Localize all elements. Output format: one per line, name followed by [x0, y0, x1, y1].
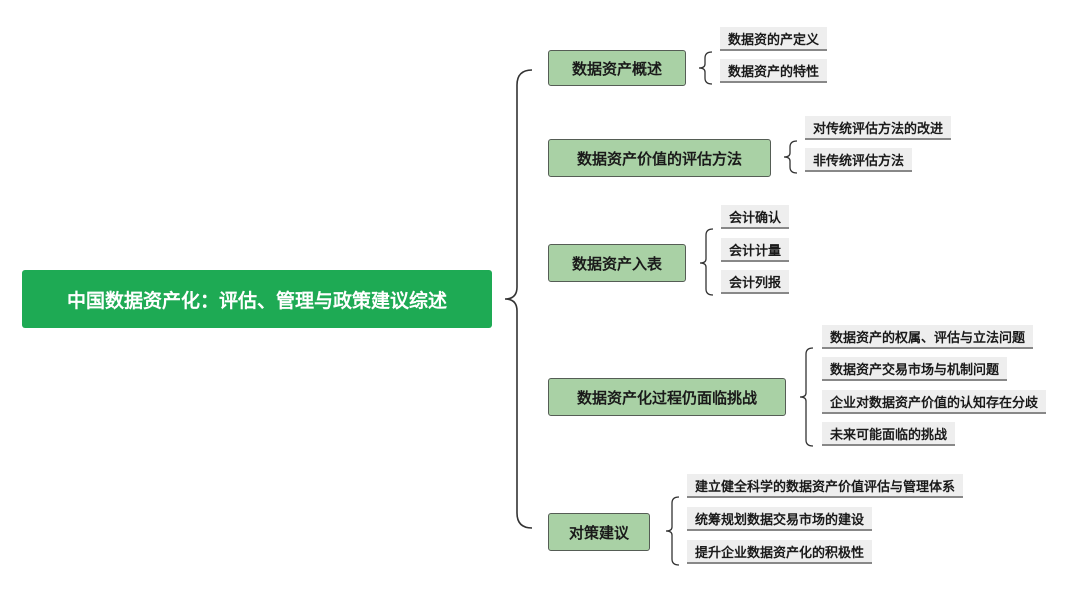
leaf-reporting: 会计列报	[721, 270, 790, 294]
root-topic: 中国数据资产化：评估、管理与政策建议综述	[22, 270, 492, 328]
leaf-traditional-improvement: 对传统评估方法的改进	[805, 116, 952, 140]
leaf-future-challenges: 未来可能面临的挑战	[822, 422, 956, 446]
branch-3-bracket	[699, 228, 714, 296]
leaf-market-issues: 数据资产交易市场与机制问题	[822, 357, 1008, 381]
leaf-valuation-system: 建立健全科学的数据资产价值评估与管理体系	[687, 474, 964, 498]
leaf-ownership-issues: 数据资产的权属、评估与立法问题	[822, 325, 1034, 349]
branch-2-bracket	[783, 140, 798, 174]
leaf-non-traditional: 非传统评估方法	[805, 148, 913, 172]
leaf-cognition-divergence: 企业对数据资产价值的认知存在分歧	[822, 390, 1047, 414]
leaf-enterprise-motivation: 提升企业数据资产化的积极性	[687, 540, 873, 564]
branch-overview: 数据资产概述	[548, 50, 686, 86]
branch-valuation-methods: 数据资产价值的评估方法	[548, 139, 771, 177]
branch-challenges: 数据资产化过程仍面临挑战	[548, 378, 786, 416]
leaf-measurement: 会计计量	[721, 238, 790, 262]
branch-1-bracket	[698, 51, 713, 85]
leaf-definition: 数据资的产定义	[720, 27, 828, 51]
leaf-market-planning: 统筹规划数据交易市场的建设	[687, 507, 873, 531]
leaf-recognition: 会计确认	[721, 205, 790, 229]
branch-5-bracket	[665, 496, 680, 566]
branch-balance-sheet: 数据资产入表	[548, 244, 686, 282]
leaf-characteristics: 数据资产的特性	[720, 59, 828, 83]
branch-4-bracket	[799, 347, 814, 447]
branch-recommendations: 对策建议	[548, 513, 650, 551]
root-bracket	[504, 69, 533, 529]
